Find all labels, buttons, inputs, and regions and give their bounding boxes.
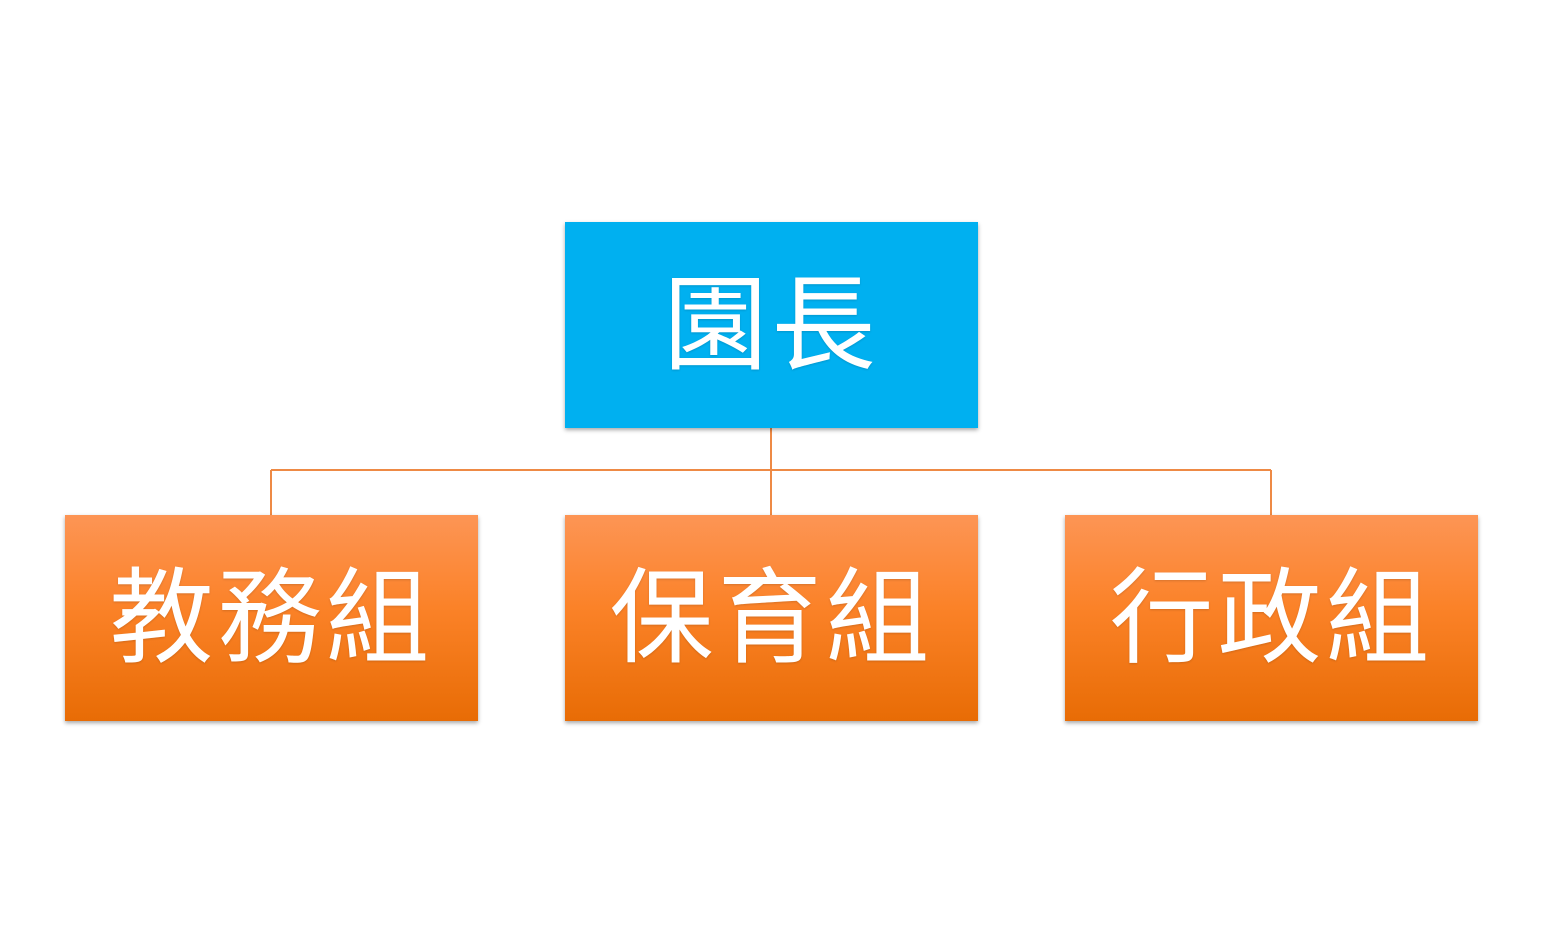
child-node-childcare: 保育組 <box>565 515 978 721</box>
child-node-academic-affairs: 教務組 <box>65 515 478 721</box>
child-node-administration: 行政組 <box>1065 515 1478 721</box>
child-node-label: 教務組 <box>109 557 434 679</box>
root-node-label: 園長 <box>663 264 880 386</box>
child-node-label: 行政組 <box>1109 557 1434 679</box>
root-node-director: 園長 <box>565 222 978 428</box>
child-node-label: 保育組 <box>609 557 934 679</box>
